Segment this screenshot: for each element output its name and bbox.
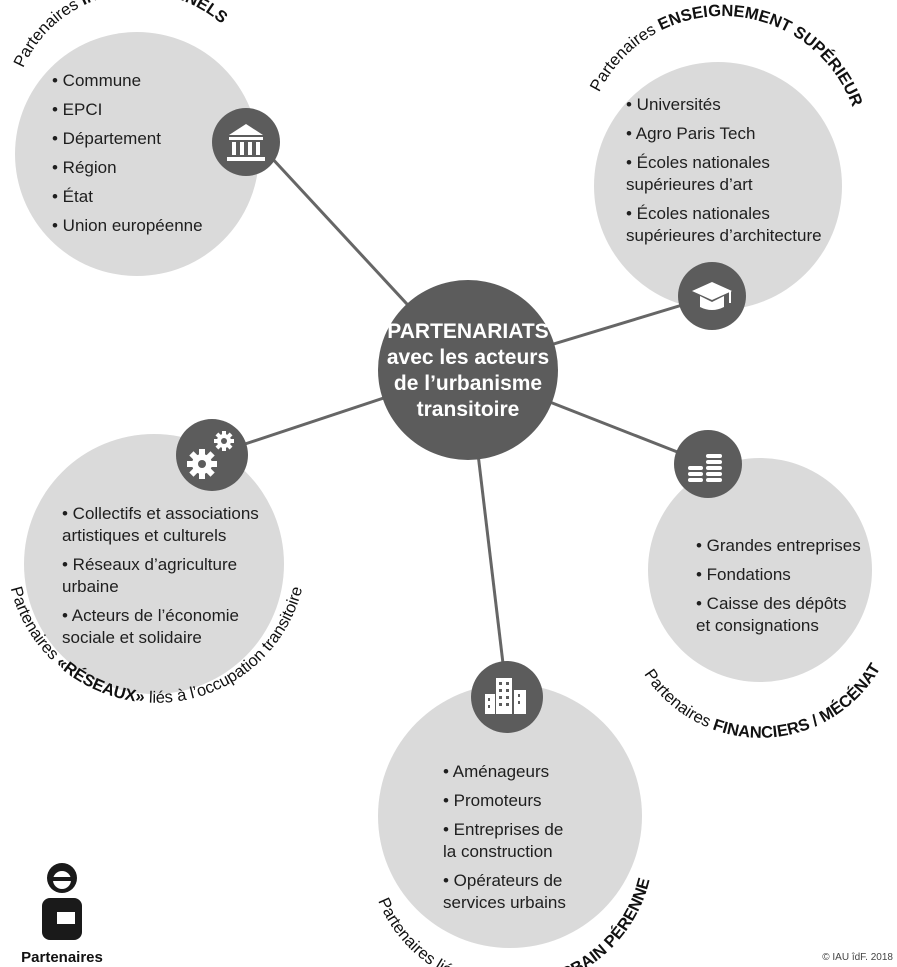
circle-enseignement [594,62,842,310]
center-line-1: PARTENARIATS [387,320,548,343]
circle-projet-urbain [378,684,642,948]
list-item: services urbains [443,893,566,912]
list-item: supérieures d’architecture [626,226,822,245]
footer-label: Partenaires [21,949,103,966]
items-enseignement: • Universités • Agro Paris Tech • Écoles… [626,95,822,245]
list-item: • Aménageurs [443,762,549,781]
list-item: et consignations [696,616,819,635]
circle-institutionnels [15,32,259,276]
circle-financiers [648,458,872,682]
list-item: • Promoteurs [443,791,542,810]
center-line-3: de l’urbanisme [394,372,542,395]
list-item: la construction [443,842,553,861]
list-item: • Commune [52,71,141,90]
list-item: • EPCI [52,100,102,119]
items-reseaux: • Collectifs et associations artistiques… [62,504,259,647]
gear-large [187,449,217,479]
center-hub [378,280,558,460]
list-item: • Opérateurs de [443,871,562,890]
list-item: supérieures d’art [626,175,753,194]
center-title: PARTENARIATS avec les acteurs de l’urban… [387,320,549,421]
center-line-4: transitoire [417,398,520,421]
list-item: • Caisse des dépôts [696,594,847,613]
list-item: • Fondations [696,565,791,584]
items-financiers: • Grandes entreprises • Fondations • Cai… [696,536,861,635]
list-item: • Universités [626,95,721,114]
list-item: • Union européenne [52,216,203,235]
list-item: • Département [52,129,161,148]
buildings-icon [471,661,543,733]
center-line-2: avec les acteurs [387,346,549,369]
coins-icon [674,430,742,498]
list-item: artistiques et culturels [62,526,226,545]
graduation-cap-icon [678,262,746,330]
list-item: • Écoles nationales [626,204,770,223]
list-item: • Région [52,158,117,177]
list-item: • Grandes entreprises [696,536,861,555]
list-item: sociale et solidaire [62,628,202,647]
circle-reseaux [24,434,284,694]
items-institutionnels: • Commune • EPCI • Département • Région … [52,71,203,235]
gear-small [214,431,234,451]
list-item: • Entreprises de [443,820,563,839]
list-item: • Écoles nationales [626,153,770,172]
list-item: urbaine [62,577,119,596]
items-projet-urbain: • Aménageurs • Promoteurs • Entreprises … [443,762,566,912]
list-item: • Collectifs et associations [62,504,259,523]
copyright: © IAU îdF. 2018 [822,952,893,963]
bank-icon [212,108,280,176]
gears-icon [176,419,248,491]
list-item: • Acteurs de l’économie [62,606,239,625]
list-item: • Réseaux d’agriculture [62,555,237,574]
list-item: • État [52,187,93,206]
person-icon [42,863,82,940]
list-item: • Agro Paris Tech [626,124,755,143]
